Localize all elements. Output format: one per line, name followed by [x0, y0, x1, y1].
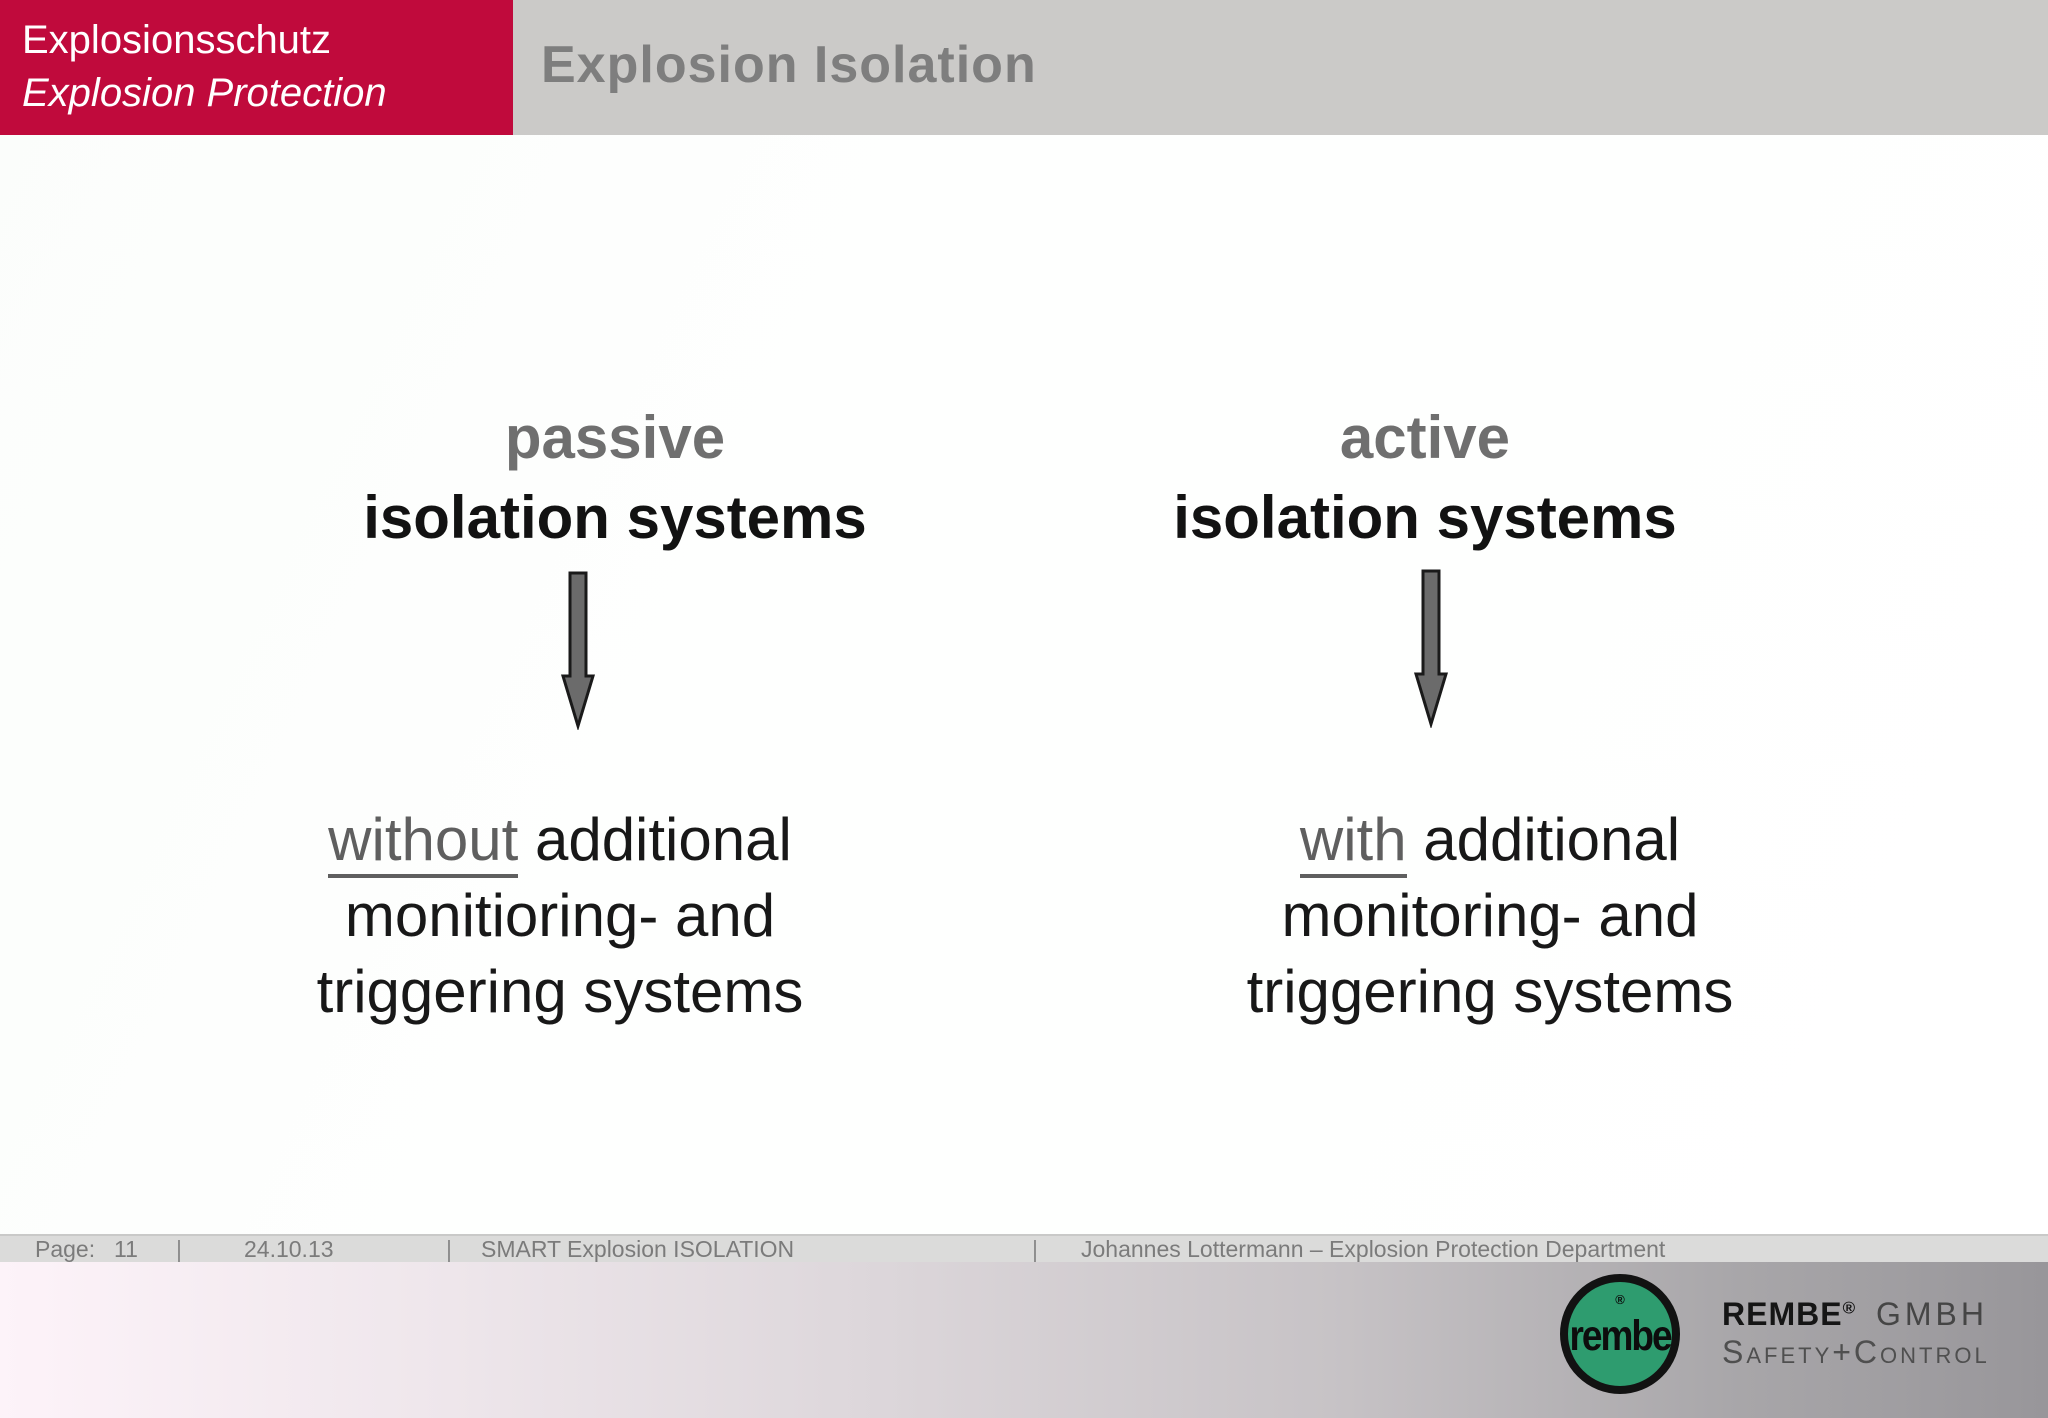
bottom-band [0, 1262, 2048, 1418]
right-column-body: with additional monitoring- and triggeri… [1130, 802, 1850, 1030]
footer-presentation-title: SMART Explosion ISOLATION [481, 1236, 795, 1262]
slide-title: Explosion Isolation [541, 35, 1037, 94]
badge-line-english: Explosion Protection [22, 71, 387, 115]
left-body-line1-rest: additional [518, 806, 792, 873]
badge-line-german: Explosionsschutz [22, 18, 332, 62]
footer-separator: | [176, 1236, 182, 1262]
company-registered-mark: ® [1842, 1298, 1856, 1318]
right-column-header: active isolation systems [1075, 398, 1775, 558]
footer-separator: | [446, 1236, 452, 1262]
header-badge: Explosionsschutz Explosion Protection [0, 0, 513, 135]
without-emphasis: without [328, 806, 519, 878]
company-name: REMBE® GMBH [1722, 1296, 1988, 1333]
footer-page-number: 11 [114, 1236, 138, 1262]
right-body-line1-rest: additional [1406, 806, 1681, 873]
active-label: active [1339, 404, 1511, 471]
logo-registered-mark: ® [1615, 1292, 1625, 1307]
footer-date: 24.10.13 [244, 1236, 334, 1262]
right-body-line3: triggering systems [1246, 958, 1734, 1025]
footer-separator: | [1032, 1236, 1038, 1262]
right-isolation-systems-label: isolation systems [1173, 484, 1677, 551]
right-body-line2: monitoring- and [1281, 882, 1699, 949]
left-body-line2: monitioring- and [344, 882, 776, 949]
company-name-suffix: GMBH [1875, 1296, 1988, 1332]
down-arrow-icon [560, 571, 596, 730]
logo-mark-text: rembe [1569, 1311, 1672, 1359]
left-isolation-systems-label: isolation systems [363, 484, 867, 551]
left-body-line3: triggering systems [316, 958, 804, 1025]
company-name-bold: REMBE [1722, 1296, 1843, 1332]
down-arrow-icon [1413, 569, 1449, 728]
left-column-body: without additional monitioring- and trig… [200, 802, 920, 1030]
rembe-logo-icon: ® rembe [1560, 1274, 1680, 1394]
footer-author: Johannes Lottermann – Explosion Protecti… [1081, 1236, 1666, 1262]
passive-label: passive [504, 404, 726, 471]
header-bar: Explosion Isolation [513, 0, 2048, 135]
footer-page-label: Page: [35, 1236, 96, 1262]
footer-strip: Page: 11 | 24.10.13 | SMART Explosion IS… [0, 1234, 2048, 1262]
company-tagline: Safety+Control [1722, 1334, 1990, 1370]
left-column-header: passive isolation systems [265, 398, 965, 558]
with-emphasis: with [1299, 806, 1407, 878]
